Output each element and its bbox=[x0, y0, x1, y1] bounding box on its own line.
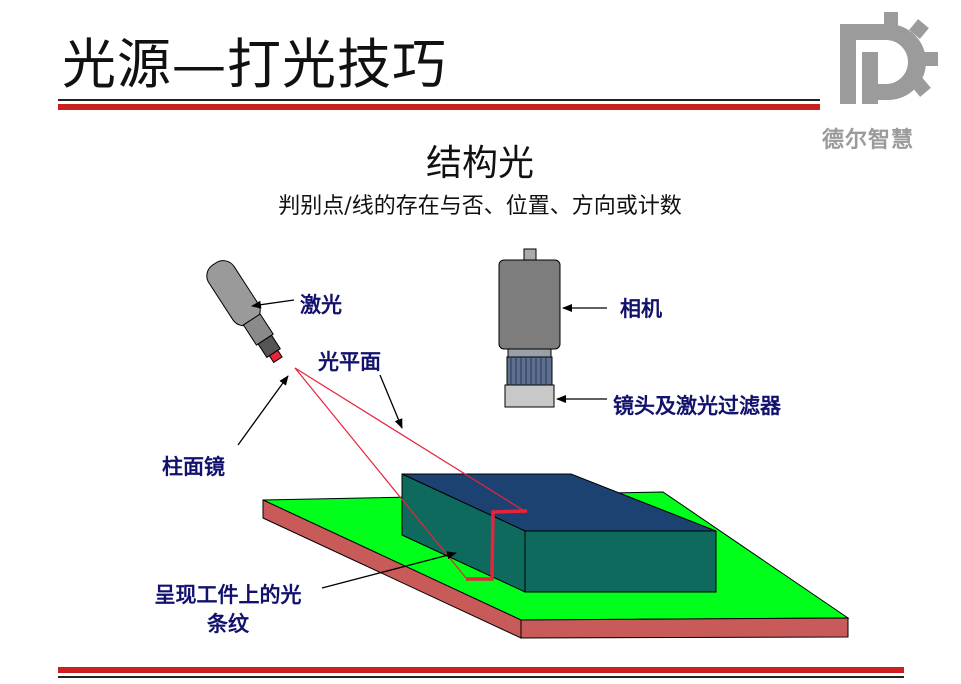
label-lens-filter: 镜头及激光过滤器 bbox=[613, 393, 781, 418]
label-light-plane: 光平面 bbox=[318, 349, 381, 374]
light-plane bbox=[294, 367, 527, 579]
slide-heading: 结构光 bbox=[425, 143, 534, 184]
footer-rule-red bbox=[58, 667, 904, 673]
laser-stripe bbox=[466, 509, 528, 581]
label-stripe-line2: 条纹 bbox=[207, 611, 249, 636]
arrow-light-plane bbox=[379, 374, 403, 429]
camera-icon bbox=[498, 248, 561, 408]
board-side bbox=[262, 499, 522, 639]
footer-rule-black bbox=[58, 676, 904, 678]
laser-device-icon bbox=[206, 260, 283, 364]
slide-subheading: 判别点/线的存在与否、位置、方向或计数 bbox=[278, 194, 682, 219]
block-side bbox=[401, 473, 526, 593]
workpiece-block bbox=[401, 473, 717, 593]
board-front bbox=[520, 617, 849, 639]
logo-gear-icon bbox=[840, 12, 938, 104]
page-title: 光源—打光技巧 bbox=[62, 33, 447, 96]
callout-arrows bbox=[237, 299, 607, 589]
label-stripe-line1: 呈现工件上的光 bbox=[154, 582, 302, 607]
label-camera: 相机 bbox=[620, 296, 662, 321]
label-laser: 激光 bbox=[300, 292, 342, 317]
arrow-laser bbox=[251, 299, 295, 309]
label-cylindrical-lens: 柱面镜 bbox=[162, 454, 225, 479]
title-rule-red bbox=[58, 104, 820, 110]
arrow-stripe bbox=[321, 551, 457, 589]
logo-text: 德尔智慧 bbox=[822, 128, 915, 153]
block-front bbox=[524, 530, 717, 593]
title-rule-black bbox=[58, 99, 820, 101]
label-stripe: 呈现工件上的光 条纹 bbox=[128, 580, 328, 638]
arrow-cylindrical-lens bbox=[237, 375, 289, 446]
